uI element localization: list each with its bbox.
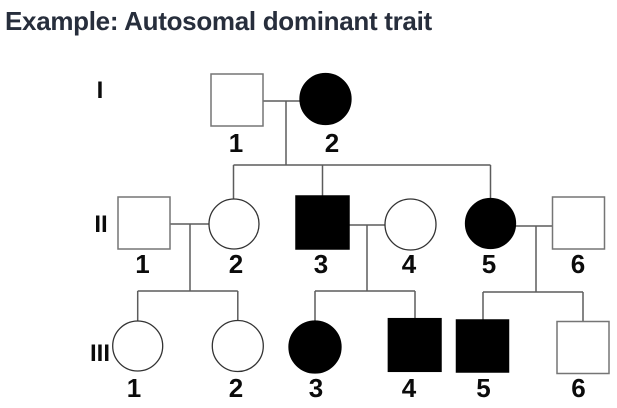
- individual-number-III-2: 2: [229, 373, 243, 403]
- individual-II-2-female-unaffected: [208, 198, 260, 250]
- individual-II-5-female-affected: [464, 197, 517, 250]
- individual-number-II-2: 2: [229, 249, 243, 279]
- individual-II-6-male-unaffected: [551, 196, 606, 250]
- individual-III-6-male-unaffected: [556, 320, 610, 375]
- individual-II-1-male-unaffected: [117, 196, 171, 250]
- individual-number-II-6: 6: [571, 249, 585, 279]
- individual-number-I-1: 1: [229, 128, 243, 158]
- individual-layer: [112, 72, 610, 375]
- individual-III-3-female-affected: [288, 320, 342, 374]
- individual-III-4-male-affected: [387, 317, 442, 373]
- individual-number-I-2: 2: [325, 128, 339, 158]
- individual-number-III-6: 6: [571, 373, 585, 403]
- generation-label-II: II: [94, 211, 107, 238]
- individual-number-II-1: 1: [135, 249, 149, 279]
- individual-number-II-5: 5: [482, 249, 496, 279]
- individual-III-1-female-unaffected: [112, 320, 164, 372]
- connector-layer: [136, 100, 584, 322]
- individual-number-III-5: 5: [476, 373, 490, 403]
- individual-II-3-male-affected: [295, 195, 350, 250]
- individual-number-III-3: 3: [309, 373, 323, 403]
- generation-label-III: III: [90, 340, 110, 367]
- individual-number-II-4: 4: [402, 249, 417, 279]
- individual-III-5-male-affected: [455, 319, 510, 373]
- individual-I-1-male-unaffected: [210, 73, 264, 127]
- individual-number-III-1: 1: [127, 373, 141, 403]
- individual-I-2-female-affected: [299, 72, 352, 126]
- generation-label-I: I: [97, 77, 104, 104]
- individual-number-II-3: 3: [314, 249, 328, 279]
- individual-II-4-female-unaffected: [384, 198, 437, 251]
- individual-III-2-female-unaffected: [211, 319, 264, 373]
- individual-number-III-4: 4: [402, 373, 417, 403]
- page-title: Example: Autosomal dominant trait: [5, 6, 432, 36]
